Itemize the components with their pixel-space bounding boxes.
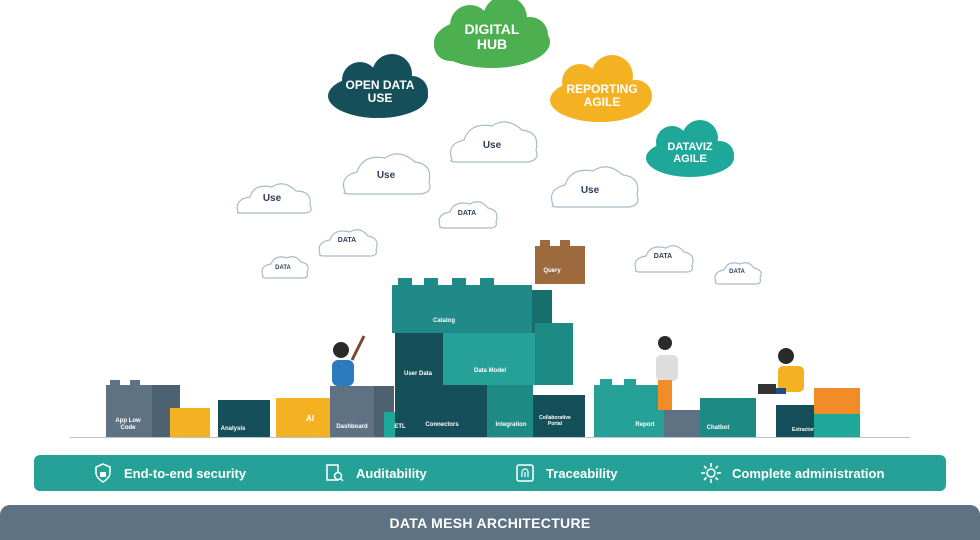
cloud-use-2: [342, 153, 431, 195]
gear-icon: [700, 462, 722, 484]
footer-title: DATA MESH ARCHITECTURE: [0, 505, 980, 540]
data-label-4: DATA: [653, 253, 673, 260]
block-data-model: Data Model: [473, 368, 506, 374]
feature-label: Traceability: [546, 465, 618, 481]
use-label-1: Use: [262, 193, 282, 204]
data-label-5: DATA: [729, 269, 745, 275]
feature-label: Auditability: [356, 465, 427, 481]
document-search-icon: [324, 462, 346, 484]
use-label-4: Use: [580, 185, 600, 196]
cloud-data-5: [714, 262, 762, 285]
cloud-dataviz-agile: [646, 120, 734, 177]
block-dashboard: Dashboard: [336, 424, 368, 430]
cloud-use-4: [550, 166, 639, 208]
block-chatbot: Chatbot: [706, 425, 730, 431]
cloud-data-2: [318, 229, 378, 257]
block-etl: ETL: [394, 424, 406, 430]
person-right: [758, 348, 804, 394]
cloud-data-4: [634, 245, 694, 273]
cloud-use-1: [236, 183, 312, 214]
feature-label: Complete administration: [732, 465, 885, 481]
data-label-2: DATA: [337, 237, 357, 244]
block-user-data: User Data: [403, 371, 432, 377]
feature-complete-administration: Complete administration: [700, 455, 884, 491]
block-app-low-code: App Low Code: [115, 418, 141, 431]
block-query: Query: [543, 268, 561, 274]
blocks: [106, 240, 860, 437]
use-label-2: Use: [376, 170, 396, 181]
outline-clouds: [236, 121, 762, 285]
feature-label: End-to-end security: [124, 465, 247, 481]
cloud-reporting-agile: [550, 55, 652, 122]
cloud-open-data-use: [328, 54, 428, 118]
block-catalog: Catalog: [432, 318, 455, 324]
person-left: [332, 335, 366, 386]
person-middle: [656, 336, 678, 410]
cloud-data-1: [438, 201, 498, 229]
block-collaborative-portal: Collaborative Portal: [539, 415, 571, 427]
fingerprint-icon: [514, 462, 536, 484]
feature-auditability: Auditability: [324, 455, 427, 491]
block-analysis: Analysis: [220, 426, 246, 432]
ground-line: [70, 437, 910, 438]
cloud-use-3: [449, 121, 538, 163]
footer-title-text: DATA MESH ARCHITECTURE: [389, 514, 591, 531]
data-label-1: DATA: [457, 210, 477, 217]
block-integration: Integration: [495, 422, 527, 428]
cloud-data-3: [261, 256, 309, 279]
shield-lock-icon: [92, 462, 114, 484]
block-connectors: Connectors: [425, 422, 459, 428]
data-label-3: DATA: [275, 265, 291, 271]
block-extractor: Extractor: [792, 427, 814, 433]
feature-end-to-end-security: End-to-end security: [92, 455, 246, 491]
block-ai: AI: [306, 414, 314, 423]
cloud-digital-hub: [434, 0, 550, 68]
feature-traceability: Traceability: [514, 455, 618, 491]
features-bar: End-to-end security Auditability Traceab…: [34, 455, 946, 491]
block-report: Report: [635, 422, 655, 428]
use-label-3: Use: [482, 140, 502, 151]
